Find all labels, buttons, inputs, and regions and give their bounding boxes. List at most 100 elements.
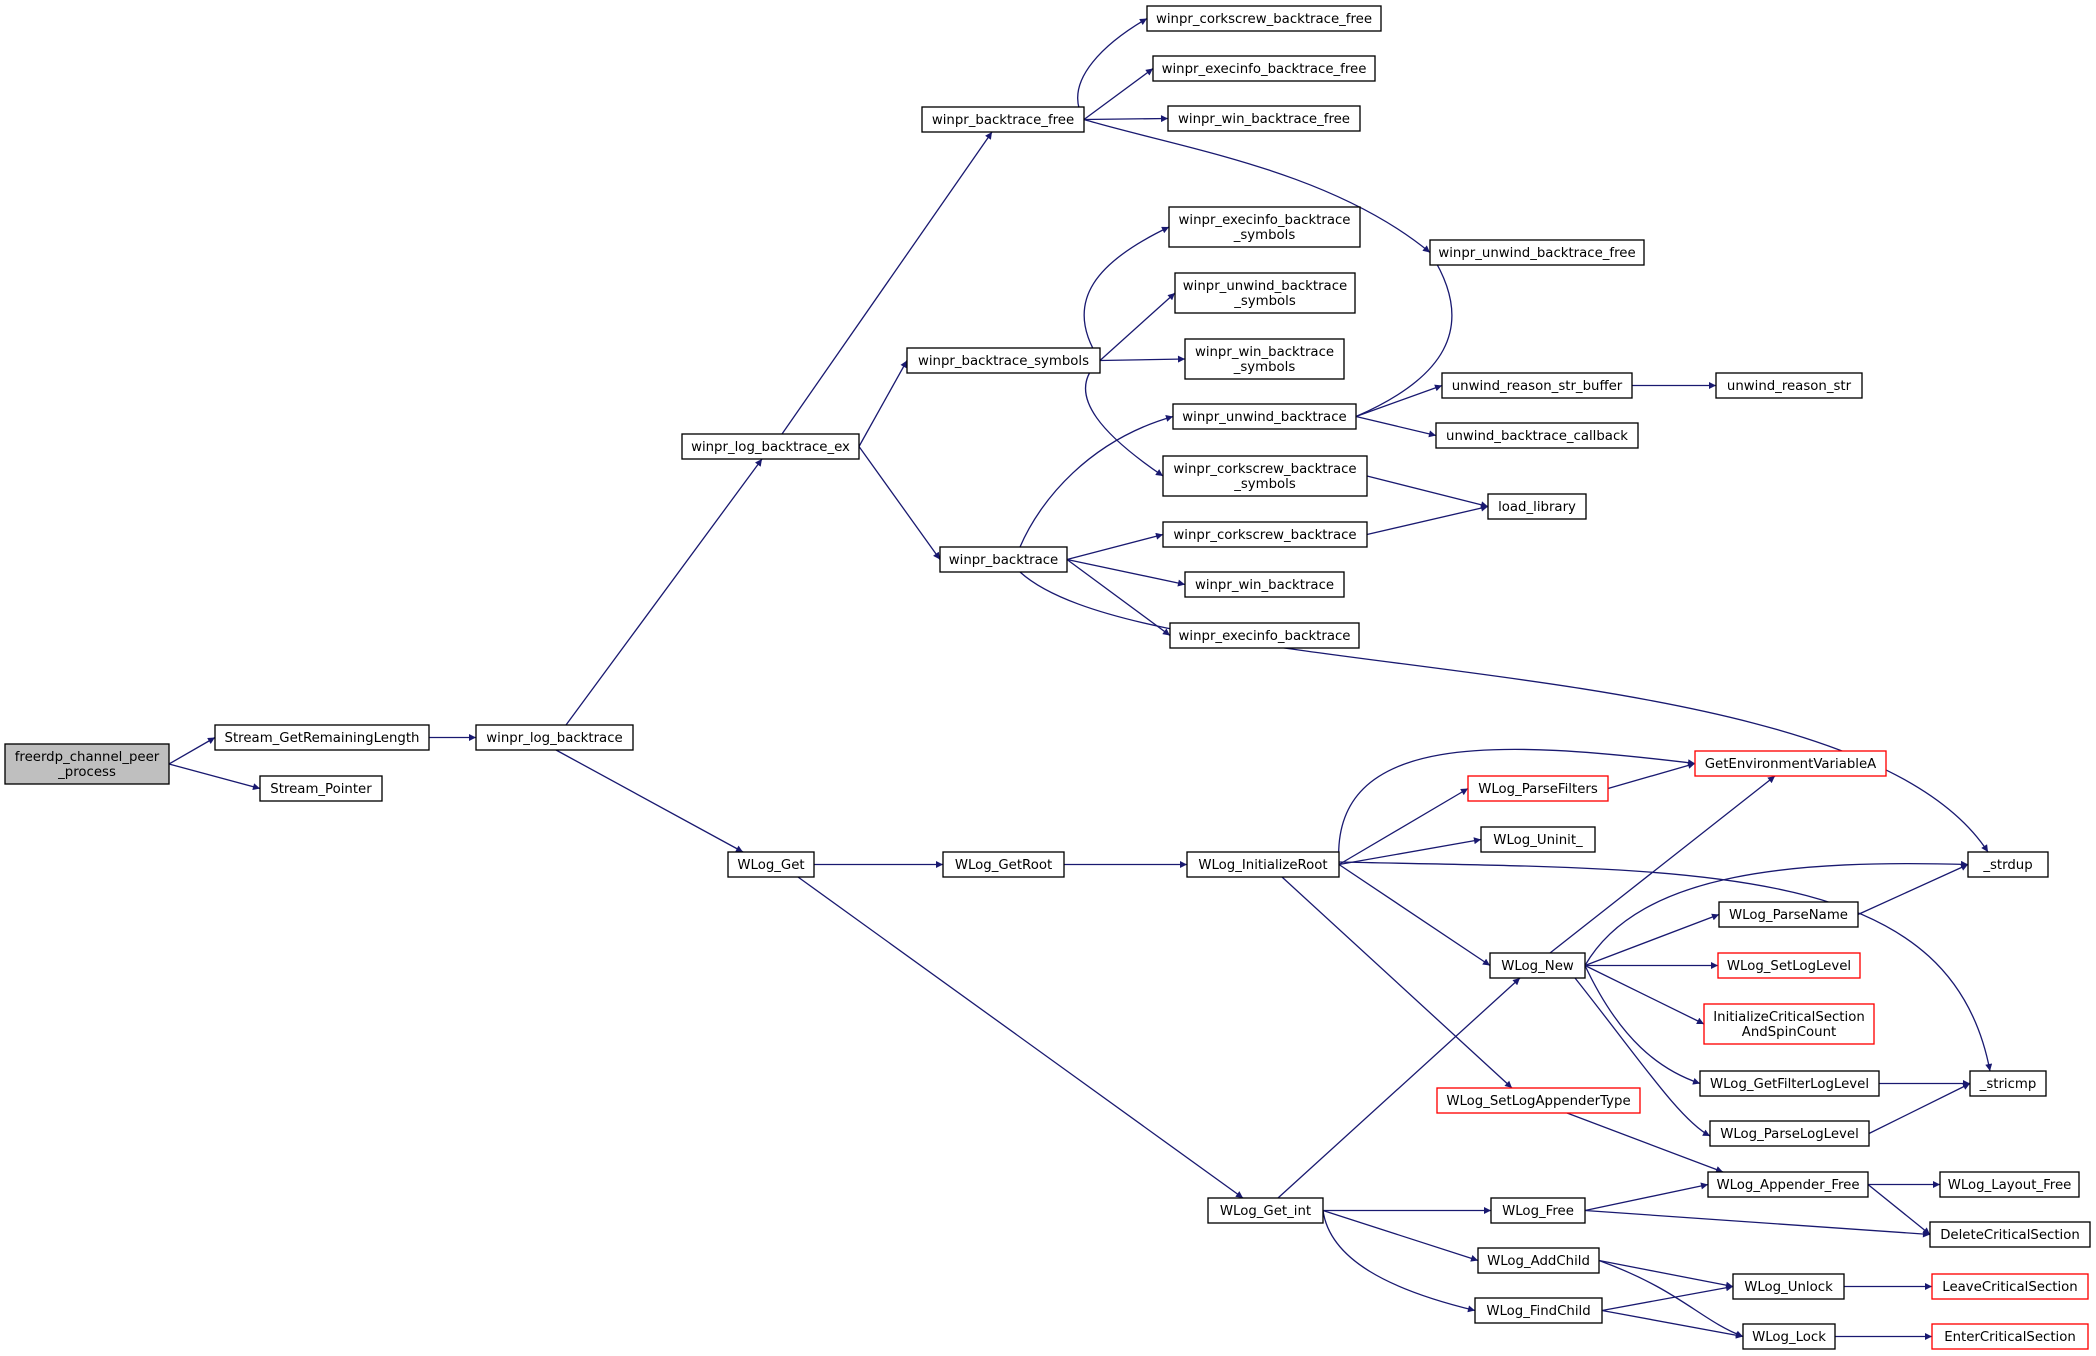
node-unwind_reason_str[interactable]: unwind_reason_str (1715, 372, 1863, 399)
node-box (1931, 1273, 2089, 1300)
node-winpr_log_backtrace[interactable]: winpr_log_backtrace (475, 724, 634, 751)
edge-WLog_ParseLogLevel-to-_stricmp (1868, 1082, 1971, 1135)
edge-winpr_backtrace_symbols-to-winpr_execinfo_backtrace_symbols (1083, 226, 1170, 361)
edge-winpr_unwind_backtrace-to-unwind_reason_str_buffer (1355, 384, 1443, 418)
node-LeaveCriticalSection[interactable]: LeaveCriticalSection (1931, 1273, 2089, 1300)
edge-WLog_Free-to-DeleteCriticalSection (1584, 1209, 1931, 1238)
node-WLog_FindChild[interactable]: WLog_FindChild (1474, 1297, 1603, 1324)
node-freerdp_channel_peer_process[interactable]: freerdp_channel_peer_process (4, 743, 170, 785)
edge-WLog_New-to-_strdup (1584, 860, 1969, 966)
node-label: unwind_backtrace_callback (1446, 429, 1628, 444)
node-_stricmp[interactable]: _stricmp (1969, 1070, 2047, 1097)
node-winpr_corkscrew_backtrace[interactable]: winpr_corkscrew_backtrace (1162, 521, 1368, 548)
node-unwind_reason_str_buffer[interactable]: unwind_reason_str_buffer (1441, 372, 1633, 399)
node-winpr_corkscrew_backtrace_free[interactable]: winpr_corkscrew_backtrace_free (1146, 5, 1382, 32)
node-WLog_AddChild[interactable]: WLog_AddChild (1477, 1247, 1600, 1274)
node-unwind_backtrace_callback[interactable]: unwind_backtrace_callback (1435, 422, 1639, 449)
node-WLog_New[interactable]: WLog_New (1489, 952, 1586, 979)
edge-WLog_New-to-InitializeCriticalSectionAndSpinCount (1584, 964, 1705, 1025)
node-WLog_ParseFilters[interactable]: WLog_ParseFilters (1467, 775, 1609, 802)
node-box (906, 347, 1101, 374)
node-winpr_unwind_backtrace[interactable]: winpr_unwind_backtrace (1172, 403, 1357, 430)
node-winpr_win_backtrace[interactable]: winpr_win_backtrace (1184, 571, 1345, 598)
node-box (1172, 403, 1357, 430)
node-label: WLog_Uninit_ (1493, 833, 1583, 848)
node-winpr_log_backtrace_ex[interactable]: winpr_log_backtrace_ex (681, 433, 860, 460)
node-winpr_unwind_backtrace_free[interactable]: winpr_unwind_backtrace_free (1429, 239, 1645, 266)
edge-winpr_backtrace_free-to-winpr_execinfo_backtrace_free (1083, 67, 1154, 121)
edge-winpr_backtrace-to-winpr_unwind_backtrace (1019, 415, 1174, 548)
node-_strdup[interactable]: _strdup (1967, 851, 2049, 878)
node-label: winpr_backtrace_symbols (918, 354, 1089, 369)
node-load_library[interactable]: load_library (1487, 493, 1587, 520)
node-WLog_Get_int[interactable]: WLog_Get_int (1207, 1197, 1324, 1224)
edge-WLog_InitializeRoot-to-WLog_New (1338, 863, 1491, 967)
edge-WLog_InitializeRoot-to-WLog_ParseFilters (1338, 787, 1469, 866)
node-box (1429, 239, 1645, 266)
node-label: WLog_ParseName (1729, 908, 1848, 923)
node-WLog_Layout_Free[interactable]: WLog_Layout_Free (1939, 1171, 2080, 1198)
node-label: WLog_AddChild (1487, 1254, 1590, 1269)
node-winpr_backtrace_free[interactable]: winpr_backtrace_free (921, 106, 1085, 133)
node-winpr_execinfo_backtrace_free[interactable]: winpr_execinfo_backtrace_free (1152, 55, 1376, 82)
node-label: _symbols (1233, 360, 1296, 375)
node-winpr_execinfo_backtrace[interactable]: winpr_execinfo_backtrace (1169, 622, 1360, 649)
edge-winpr_backtrace_symbols-to-winpr_win_backtrace_symbols (1099, 355, 1186, 363)
edge-WLog_Get-to-WLog_Get_int (797, 876, 1244, 1199)
node-DeleteCriticalSection[interactable]: DeleteCriticalSection (1929, 1221, 2091, 1248)
node-WLog_Lock[interactable]: WLog_Lock (1742, 1323, 1836, 1350)
edge-winpr_backtrace-to-winpr_win_backtrace (1066, 558, 1186, 587)
node-box (1441, 372, 1633, 399)
node-WLog_InitializeRoot[interactable]: WLog_InitializeRoot (1186, 851, 1340, 878)
node-winpr_win_backtrace_free[interactable]: winpr_win_backtrace_free (1167, 105, 1361, 132)
edge-WLog_InitializeRoot-to-_stricmp (1338, 861, 1993, 1072)
node-WLog_GetRoot[interactable]: WLog_GetRoot (942, 851, 1065, 878)
node-WLog_Uninit_[interactable]: WLog_Uninit_ (1480, 826, 1596, 853)
node-label: unwind_reason_str_buffer (1452, 379, 1623, 394)
node-label: _stricmp (1979, 1077, 2037, 1092)
node-winpr_unwind_backtrace_symbols[interactable]: winpr_unwind_backtrace_symbols (1174, 272, 1356, 314)
node-WLog_SetLogAppenderType[interactable]: WLog_SetLogAppenderType (1436, 1087, 1641, 1114)
edge-winpr_unwind_backtrace-to-unwind_backtrace_callback (1355, 415, 1437, 438)
edge-WLog_FindChild-to-WLog_Lock (1601, 1309, 1744, 1339)
node-GetEnvironmentVariableA[interactable]: GetEnvironmentVariableA (1694, 750, 1887, 777)
node-WLog_Free[interactable]: WLog_Free (1490, 1197, 1586, 1224)
node-label: winpr_win_backtrace_free (1178, 112, 1350, 127)
node-WLog_Get[interactable]: WLog_Get (727, 851, 815, 878)
node-label: winpr_unwind_backtrace (1182, 410, 1346, 425)
edge-winpr_backtrace-to-_strdup (1019, 571, 1989, 853)
node-Stream_Pointer[interactable]: Stream_Pointer (259, 775, 383, 802)
node-box (1487, 493, 1587, 520)
node-label: WLog_Get (737, 858, 804, 873)
node-EnterCriticalSection[interactable]: EnterCriticalSection (1931, 1323, 2089, 1350)
node-winpr_backtrace_symbols[interactable]: winpr_backtrace_symbols (906, 347, 1101, 374)
node-winpr_corkscrew_backtrace_symbols[interactable]: winpr_corkscrew_backtrace_symbols (1162, 455, 1368, 497)
edge-winpr_corkscrew_backtrace-to-load_library (1366, 504, 1489, 536)
node-WLog_Appender_Free[interactable]: WLog_Appender_Free (1707, 1171, 1869, 1198)
node-winpr_backtrace[interactable]: winpr_backtrace (939, 546, 1068, 573)
node-winpr_execinfo_backtrace_symbols[interactable]: winpr_execinfo_backtrace_symbols (1168, 206, 1361, 248)
node-WLog_SetLogLevel[interactable]: WLog_SetLogLevel (1717, 952, 1861, 979)
node-WLog_ParseName[interactable]: WLog_ParseName (1718, 901, 1859, 928)
edge-WLog_InitializeRoot-to-GetEnvironmentVariableA (1338, 748, 1696, 865)
node-box (1207, 1197, 1324, 1224)
edge-winpr_log_backtrace_ex-to-winpr_backtrace_free (781, 131, 993, 435)
node-label: winpr_win_backtrace (1195, 345, 1334, 360)
node-WLog_ParseLogLevel[interactable]: WLog_ParseLogLevel (1709, 1120, 1870, 1147)
node-WLog_Unlock[interactable]: WLog_Unlock (1732, 1273, 1845, 1300)
node-label: winpr_execinfo_backtrace (1179, 629, 1351, 644)
node-box (1490, 1197, 1586, 1224)
edge-WLog_AddChild-to-WLog_Lock (1598, 1259, 1744, 1338)
node-box (1168, 206, 1361, 248)
node-box (1436, 1087, 1641, 1114)
node-box (1169, 622, 1360, 649)
node-WLog_GetFilterLogLevel[interactable]: WLog_GetFilterLogLevel (1699, 1070, 1880, 1097)
edge-winpr_backtrace-to-winpr_execinfo_backtrace (1066, 558, 1171, 637)
edge-WLog_New-to-WLog_ParseLogLevel (1574, 977, 1711, 1137)
node-Stream_GetRemainingLength[interactable]: Stream_GetRemainingLength (214, 724, 430, 751)
node-winpr_win_backtrace_symbols[interactable]: winpr_win_backtrace_symbols (1184, 338, 1345, 380)
edge-WLog_InitializeRoot-to-WLog_Uninit_ (1338, 837, 1482, 866)
node-label: WLog_Free (1502, 1204, 1574, 1219)
node-label: winpr_corkscrew_backtrace (1173, 528, 1356, 543)
